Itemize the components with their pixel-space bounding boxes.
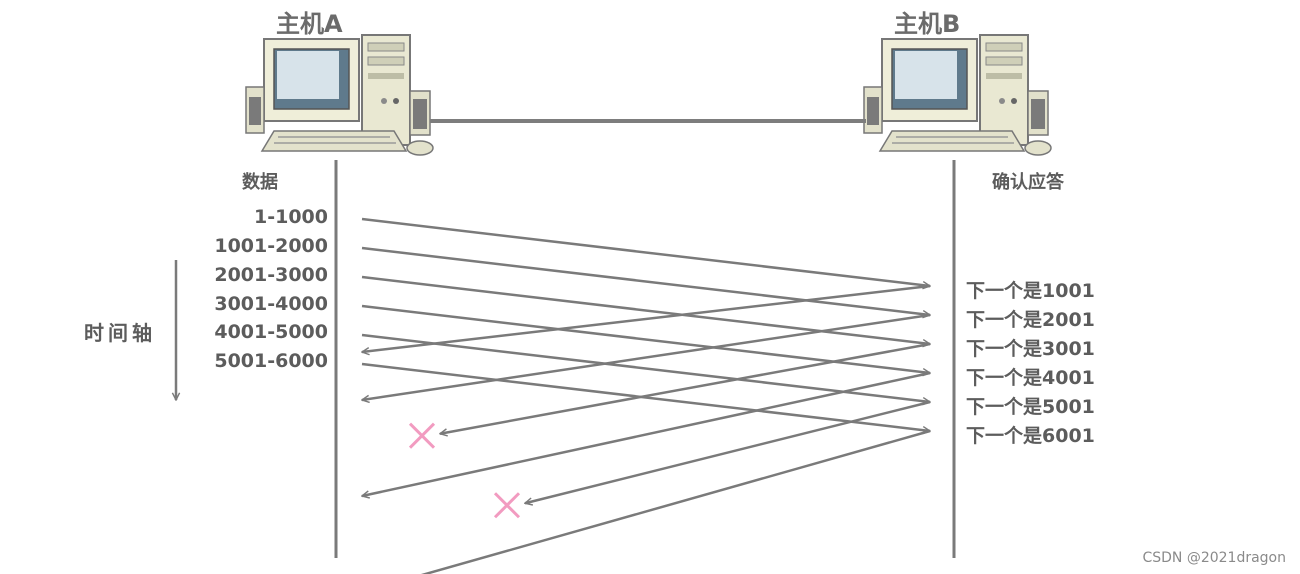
lost-mark-icon <box>493 492 521 519</box>
lost-ack-arrow <box>525 400 931 503</box>
segment-label: 2001-3000 <box>214 264 328 286</box>
data-segment-arrow <box>361 217 930 286</box>
ack-column-title: 确认应答 <box>992 172 1064 193</box>
lost-mark-icon <box>408 422 436 449</box>
ack-label: 下一个是6001 <box>966 425 1095 447</box>
segment-label: 3001-4000 <box>214 293 328 315</box>
host-a-title: 主机A <box>276 10 343 38</box>
lost-ack-arrow <box>440 342 931 434</box>
data-segment-arrow <box>361 333 930 402</box>
computer-b-icon <box>863 34 1052 156</box>
ack-label: 下一个是2001 <box>966 309 1095 331</box>
time-axis-label: 时间轴 <box>84 321 156 345</box>
ack-label: 下一个是1001 <box>966 280 1095 302</box>
segment-label: 5001-6000 <box>214 350 328 372</box>
ack-label: 下一个是4001 <box>966 367 1095 389</box>
ack-label: 下一个是3001 <box>966 338 1095 360</box>
data-column-title: 数据 <box>242 172 278 193</box>
data-segment-arrow <box>361 275 930 344</box>
watermark: CSDN @2021dragon <box>1142 550 1286 566</box>
ack-arrow <box>362 284 931 352</box>
ack-arrow <box>362 313 931 400</box>
host-b-title: 主机B <box>894 10 961 38</box>
segment-label: 1-1000 <box>254 206 328 228</box>
data-segment-arrow <box>361 362 930 431</box>
transfer-arrows <box>361 217 931 574</box>
segment-label: 1001-2000 <box>214 235 328 257</box>
ack-label: 下一个是5001 <box>966 396 1095 418</box>
ack-arrow <box>420 429 931 574</box>
segment-label: 4001-5000 <box>214 321 328 343</box>
data-segment-arrow <box>361 246 930 315</box>
ack-arrow <box>362 371 931 496</box>
computer-a-icon <box>245 34 434 156</box>
data-segment-arrow <box>361 304 930 373</box>
